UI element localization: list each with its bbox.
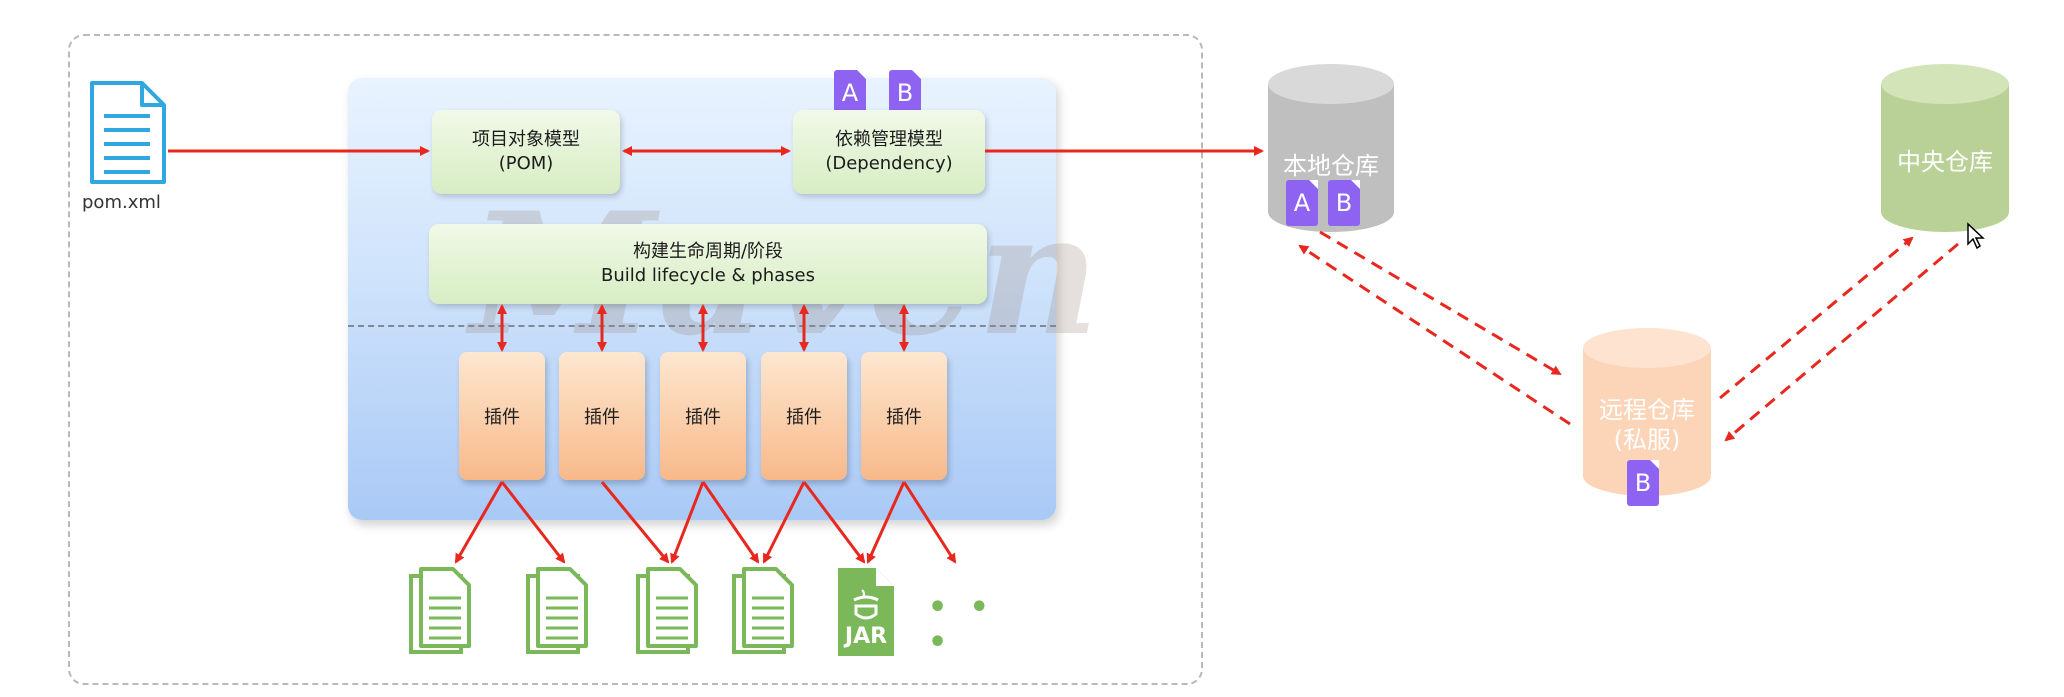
- lifecycle-subtitle: Build lifecycle & phases: [600, 265, 815, 286]
- local-tag-a: A: [1286, 180, 1318, 226]
- dependency-model-subtitle: (Dependency): [825, 153, 953, 174]
- central-repository-label: 中央仓库: [1897, 148, 1993, 176]
- local-tag-b: B: [1328, 180, 1360, 226]
- local-repository-label: 本地仓库: [1283, 152, 1379, 180]
- dashed-arrow-local-remote: [1319, 230, 1562, 376]
- plugin-box: 插件: [861, 352, 947, 480]
- dependency-model-title: 依赖管理模型: [835, 129, 943, 150]
- lifecycle-title: 构建生命周期/阶段: [632, 241, 784, 262]
- plugin-box: 插件: [660, 352, 746, 480]
- dependency-tag-b: B: [889, 70, 921, 116]
- plugin-box: 插件: [761, 352, 847, 480]
- central-repository-cylinder: 中央仓库: [1879, 62, 2011, 234]
- output-document-icon: [634, 566, 704, 662]
- dashed-arrow-remote-local: [1298, 244, 1571, 426]
- remote-repository-subtitle: (私服): [1613, 426, 1681, 454]
- output-document-icon: [524, 566, 594, 662]
- remote-repository-title: 远程仓库: [1599, 396, 1695, 424]
- pom-file-label: pom.xml: [82, 192, 161, 213]
- pom-model-subtitle: (POM): [498, 153, 554, 174]
- pom-file-icon: [88, 80, 168, 189]
- remote-repository-cylinder: 远程仓库 (私服): [1581, 326, 1713, 498]
- output-document-icon: [407, 566, 477, 662]
- dependency-tag-a: A: [834, 70, 866, 116]
- output-document-icon: [730, 566, 800, 662]
- jar-file-icon: JAR: [836, 566, 896, 658]
- mouse-cursor-icon: [1966, 222, 1986, 254]
- dependency-model-box: 依赖管理模型 (Dependency): [793, 110, 985, 194]
- panel-divider: [348, 325, 1056, 327]
- pom-model-title: 项目对象模型: [472, 129, 580, 150]
- lifecycle-box: 构建生命周期/阶段 Build lifecycle & phases: [429, 224, 987, 304]
- jar-label: JAR: [844, 624, 888, 649]
- plugin-box: 插件: [459, 352, 545, 480]
- remote-tag-b: B: [1627, 460, 1659, 506]
- dashed-arrow-central-remote: [1724, 242, 1959, 442]
- plugin-box: 插件: [559, 352, 645, 480]
- dashed-arrow-remote-central: [1719, 236, 1914, 400]
- pom-model-box: 项目对象模型 (POM): [432, 110, 620, 194]
- more-outputs-ellipsis: • • •: [928, 590, 995, 660]
- maven-project-frame: [68, 34, 1203, 685]
